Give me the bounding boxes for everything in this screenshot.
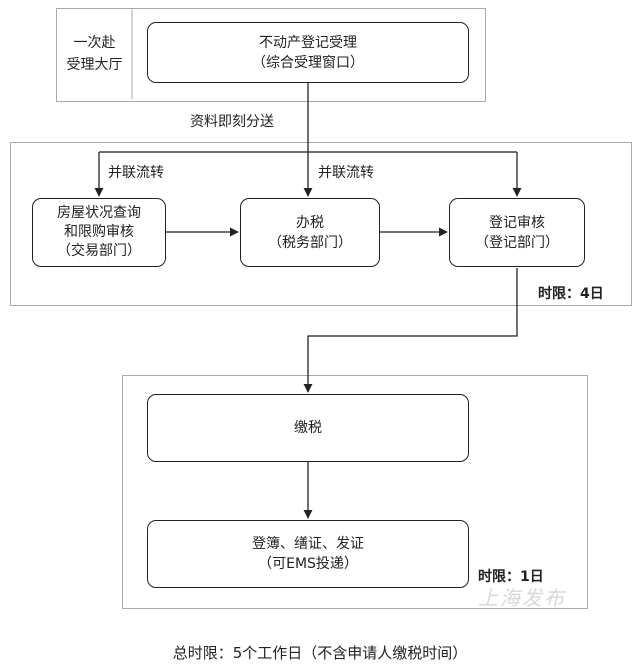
- step-register-line1: 登簿、缮证、发证: [252, 536, 364, 552]
- step-house-line2: 和限购审核: [64, 224, 134, 240]
- step-accept-line2: （综合受理窗口）: [252, 54, 364, 71]
- arrow-review-to-pay: [303, 268, 518, 393]
- step-review-line1: 登记审核: [489, 214, 545, 231]
- step-register-line2: （可EMS投递）: [258, 556, 358, 572]
- watermark-logo: 上海发布: [478, 586, 566, 610]
- time-limit-group2: 时限：4日: [538, 286, 604, 302]
- step-tax-processing: 办税 （税务部门）: [240, 198, 380, 267]
- step-pay-line1: 缴税: [294, 420, 322, 436]
- step-registration-acceptance: 不动产登记受理 （综合受理窗口）: [147, 22, 469, 83]
- step-registration-review: 登记审核 （登记部门）: [449, 198, 585, 267]
- step-tax-line2: （税务部门）: [268, 234, 352, 251]
- step-review-line2: （登记部门）: [475, 234, 559, 251]
- time-limit-group3: 时限：1日: [478, 569, 544, 585]
- step-register-issue: 登簿、缮证、发证 （可EMS投递）: [147, 520, 469, 588]
- hall-line2: 受理大厅: [66, 57, 123, 73]
- acceptance-hall-label: 一次赴 受理大厅: [57, 9, 132, 99]
- step-pay-tax: 缴税: [147, 394, 469, 462]
- step-tax-line1: 办税: [296, 214, 324, 231]
- total-time-limit: 总时限：5个工作日（不含申请人缴税时间）: [172, 644, 468, 662]
- step-accept-line1: 不动产登记受理: [259, 34, 357, 51]
- label-parallel-mid: 并联流转: [318, 165, 374, 181]
- step-house-line3: （交易部门）: [57, 243, 141, 259]
- step-house-line1: 房屋状况查询: [57, 205, 141, 221]
- label-parallel-left: 并联流转: [108, 165, 164, 181]
- hall-line1: 一次赴: [73, 35, 116, 51]
- label-distribute: 资料即刻分送: [190, 114, 274, 130]
- step-house-check: 房屋状况查询 和限购审核 （交易部门）: [32, 198, 166, 267]
